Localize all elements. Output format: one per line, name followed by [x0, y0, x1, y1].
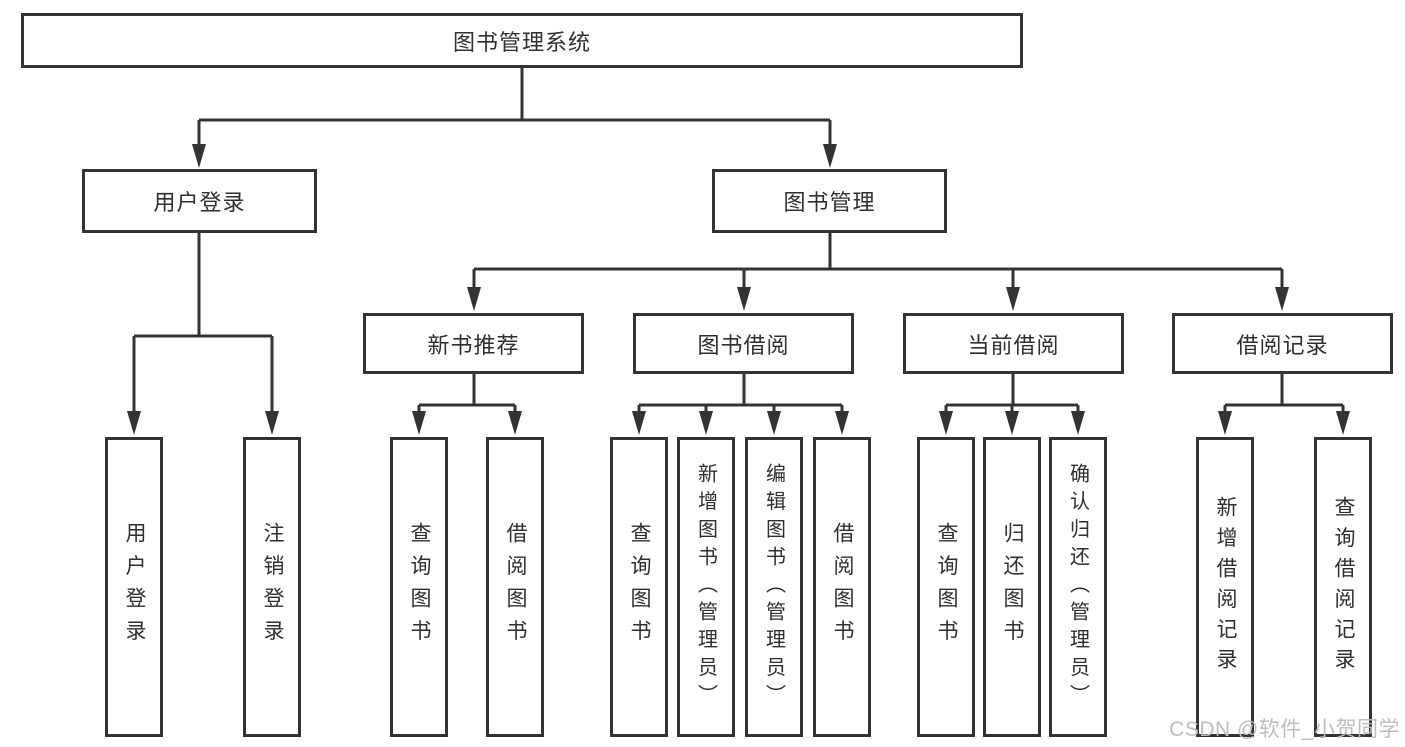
leaf-current-query-book: 查询图书 [917, 437, 975, 737]
connector-book-management-to-level3 [467, 233, 1289, 311]
node-book-management: 图书管理 [712, 169, 947, 233]
leaf-label: 查询图书 [408, 521, 431, 653]
node-user-login: 用户登录 [82, 169, 317, 233]
node-new-book-recommendation: 新书推荐 [363, 313, 584, 374]
connector-book-borrow-to-leaves [632, 374, 849, 435]
leaf-label: 查询图书 [935, 521, 958, 653]
node-label: 借阅记录 [1236, 332, 1329, 358]
node-label: 图书管理系统 [452, 29, 591, 55]
leaf-records-add-borrow-record: 新增借阅记录 [1196, 437, 1254, 737]
node-label: 新书推荐 [427, 332, 520, 358]
leaf-newbook-query-book: 查询图书 [390, 437, 448, 737]
leaf-newbook-borrow-book: 借阅图书 [486, 437, 544, 737]
leaf-label: 查询图书 [628, 521, 651, 653]
leaf-current-return-book: 归还图书 [983, 437, 1041, 737]
leaf-label: 确认归还（管理员） [1066, 462, 1089, 712]
connector-root-to-level2 [192, 68, 837, 168]
node-label: 用户登录 [153, 190, 246, 215]
leaf-label: 注销登录 [261, 521, 284, 653]
leaf-borrow-add-book-admin: 新增图书（管理员） [677, 437, 735, 737]
leaf-label: 借阅图书 [504, 521, 527, 653]
leaf-label: 查询借阅记录 [1332, 495, 1355, 679]
connector-current-borrow-to-leaves [939, 374, 1085, 435]
leaf-label: 新增借阅记录 [1214, 495, 1237, 679]
connector-user-login-to-leaves [127, 233, 279, 435]
node-label: 图书借阅 [697, 332, 790, 358]
leaf-borrow-query-book: 查询图书 [610, 437, 668, 737]
leaf-label: 用户登录 [123, 521, 146, 653]
leaf-label: 新增图书（管理员） [694, 462, 717, 712]
leaf-label: 借阅图书 [831, 521, 854, 653]
node-current-borrowing: 当前借阅 [903, 313, 1124, 374]
leaf-borrow-edit-book-admin: 编辑图书（管理员） [745, 437, 803, 737]
csdn-watermark: CSDN @软件_小贺同学 [1169, 718, 1400, 741]
leaf-label: 归还图书 [1001, 521, 1024, 653]
node-book-borrowing: 图书借阅 [633, 313, 854, 374]
node-label: 图书管理 [783, 190, 876, 215]
leaf-records-query-borrow-record: 查询借阅记录 [1314, 437, 1372, 737]
connector-new-book-to-leaves [412, 374, 522, 435]
connector-borrow-records-to-leaves [1218, 374, 1350, 435]
node-library-management-system: 图书管理系统 [21, 13, 1023, 68]
leaf-label: 编辑图书（管理员） [762, 462, 785, 712]
leaf-current-confirm-return-admin: 确认归还（管理员） [1049, 437, 1107, 737]
leaf-user-login: 用户登录 [105, 437, 163, 737]
node-label: 当前借阅 [967, 332, 1060, 358]
leaf-borrow-borrow-book: 借阅图书 [813, 437, 871, 737]
leaf-logout: 注销登录 [243, 437, 301, 737]
node-borrowing-records: 借阅记录 [1172, 313, 1393, 374]
